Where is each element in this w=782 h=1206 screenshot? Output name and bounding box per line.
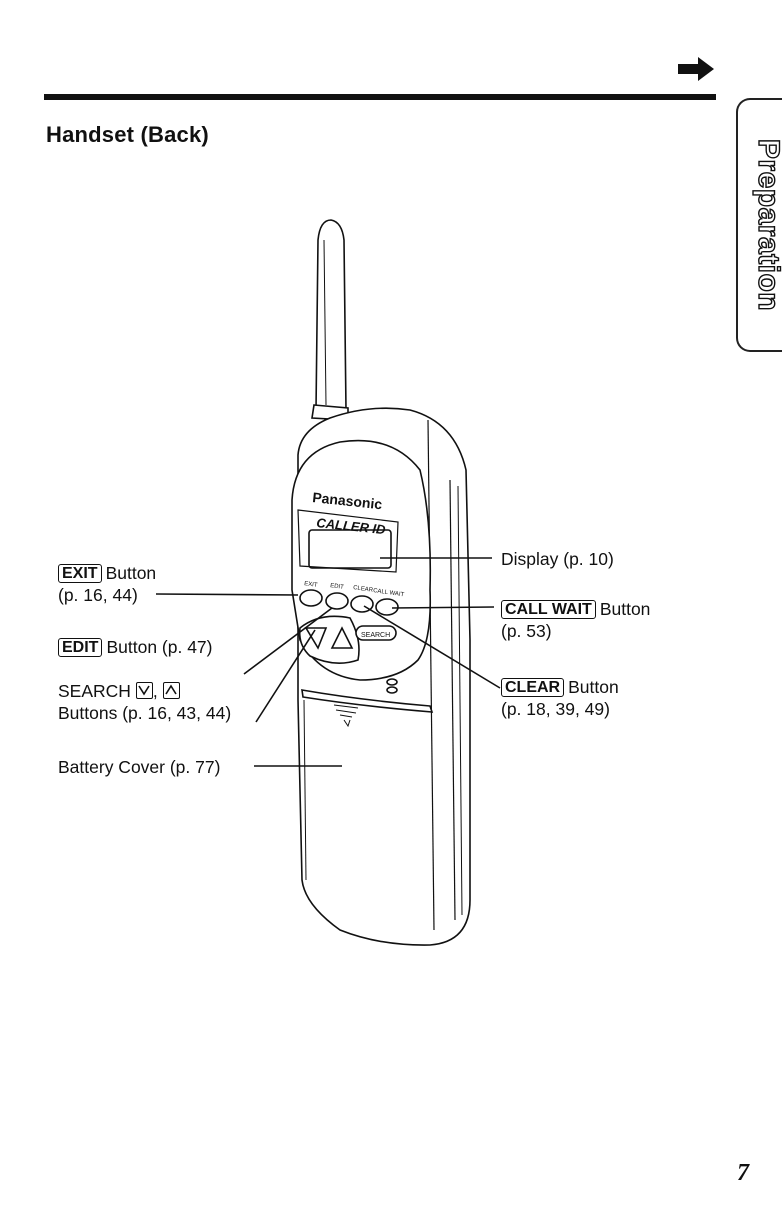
exit-key: EXIT	[58, 564, 102, 583]
callout-display: Display (p. 10)	[501, 548, 614, 570]
antenna	[316, 220, 346, 410]
up-arrow-key-icon	[163, 682, 180, 699]
callout-line-callwait	[392, 607, 494, 608]
callout-line-exit	[156, 594, 298, 595]
callout-call-wait-pages: (p. 53)	[501, 621, 552, 641]
callout-search: SEARCH , Buttons (p. 16, 43, 44)	[58, 680, 231, 724]
page-number: 7	[737, 1160, 749, 1187]
call-wait-button	[376, 599, 398, 615]
search-button-label: SEARCH	[361, 632, 390, 639]
callout-clear-pages: (p. 18, 39, 49)	[501, 699, 610, 719]
call-wait-key: CALL WAIT	[501, 600, 596, 619]
clear-key: CLEAR	[501, 678, 564, 697]
edit-button	[326, 593, 348, 609]
down-arrow-key-icon	[136, 682, 153, 699]
exit-button	[300, 590, 322, 606]
edit-key: EDIT	[58, 638, 102, 657]
callout-battery: Battery Cover (p. 77)	[58, 756, 220, 778]
callout-search-pages: Buttons (p. 16, 43, 44)	[58, 703, 231, 723]
callout-exit-pages: (p. 16, 44)	[58, 585, 138, 605]
